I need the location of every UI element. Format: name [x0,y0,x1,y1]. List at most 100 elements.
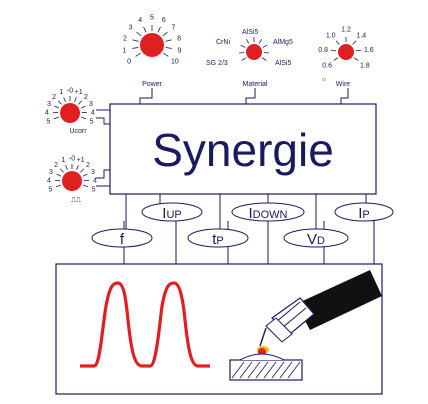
wire-tick-label: 1.6 [364,47,374,54]
ucorr-tick [78,100,83,105]
svg-text:IDOWN: IDOWN [249,205,288,222]
pulse-tick-label: 5 [48,186,52,193]
power-tick-label: 3 [129,25,133,32]
param-f: f [91,228,153,248]
material-knob-ticks [239,37,269,61]
power-tick [132,47,139,49]
wire-tick [355,49,361,52]
power-knob-ticks [132,25,172,57]
material-tick [245,38,250,44]
ucorr-tick [57,100,62,105]
synergie-box [109,103,377,195]
pulse-knob-ticks [54,164,90,188]
ucorr-knob-dial [60,103,80,123]
power-tick [157,26,161,33]
power-tick [143,26,147,33]
ucorr-tick [54,105,60,109]
ucorr-knob-ticks [52,96,88,120]
svg-text:tP: tP [212,231,224,248]
param-iup-main: I [162,205,166,222]
process-box [55,263,383,395]
material-tick [241,57,247,61]
ucorr-tick-label: 5 [46,118,50,125]
workpiece-icon [229,353,303,381]
param-iup-sub: UP [166,209,181,221]
pulse-tick [80,168,85,173]
power-tick-label: 1 [122,47,126,54]
param-ip-main: I [358,205,362,222]
material-label-crni: CrNi [216,39,230,46]
ucorr-tick-label: 4 [91,110,95,117]
pulse-tick [56,173,62,177]
param-f-main: f [120,231,125,248]
param-ip-sub: P [362,209,369,221]
power-tick-label: 9 [178,47,182,54]
welding-torch-icon [259,270,382,347]
pulse-tick-label: 2 [54,162,58,169]
ucorr-tick [53,116,59,120]
pulse-tick-label: 4 [47,178,51,185]
wire-knob-dial [338,44,354,60]
ucorr-tick-label: -0 [67,88,73,95]
material-caption: Material [243,81,268,88]
pulse-tick [82,173,88,177]
pulse-tick-label: -0 [69,156,75,163]
power-tick-label: 6 [162,17,166,24]
pulse-tick [76,165,79,171]
param-tp-sub: P [216,235,223,247]
param-idown-sub: DOWN [253,209,288,221]
pulse-caption-icon: ⎍⎍ [71,197,81,204]
power-tick [136,31,142,37]
pulse-knob-dial [62,171,82,191]
power-tick [162,31,168,37]
synergie-title: Synergie [152,124,334,176]
wire-tick-label: 1.4 [356,32,366,39]
ucorr-tick-label: 4 [45,110,49,117]
param-vd: VD [283,228,349,248]
pulse-tick-label: 4 [93,178,97,185]
wire-tick [335,40,340,45]
ucorr-tick-label: 1 [59,89,63,96]
power-tick [165,47,172,49]
param-vd-sub: D [317,235,325,247]
power-knob-dial [140,33,164,57]
ucorr-tick [80,105,86,109]
wire-tick-label: 1.0 [326,32,336,39]
power-tick-label: 8 [177,35,181,42]
power-tick [165,39,172,42]
param-idown: IDOWN [231,202,305,222]
material-label-alsi-bottom: AlSi5 [275,60,291,67]
material-tick [240,44,246,48]
ucorr-tick-label: 3 [47,101,51,108]
wire-knob-ticks [331,37,361,61]
power-tick [135,52,141,57]
material-label-sg23: SG 2/3 [206,60,228,67]
material-label-almg5: AlMg5 [273,39,293,46]
ucorr-tick-label: 5 [90,118,94,125]
pulse-tick-label: 5 [92,186,96,193]
wire-caption: Wire [336,81,350,88]
wire-tick [353,57,359,61]
param-vd-main: V [307,231,317,248]
param-tp: tP [187,228,249,248]
pulse-tick [65,165,68,171]
param-ip: IP [334,202,394,222]
ucorr-tick [74,97,77,103]
ucorr-tick-label: 2 [52,94,56,101]
power-tick-label: 5 [150,15,154,22]
power-tick-label: 0 [127,59,131,66]
power-tick-label: 7 [171,25,175,32]
material-knob: CrNi AlSi5 AlMg5 AlSi5 SG 2/3 Material [206,29,293,88]
svg-text:VD: VD [307,231,325,248]
pulse-tick [55,184,61,188]
ucorr-tick-label: +1 [75,89,83,96]
wire-tick [352,40,357,45]
wire-tick [331,49,337,52]
pulse-tick-label: 2 [86,162,90,169]
power-tick-label: 2 [123,35,127,42]
pulse-tick-label: 3 [91,169,95,176]
